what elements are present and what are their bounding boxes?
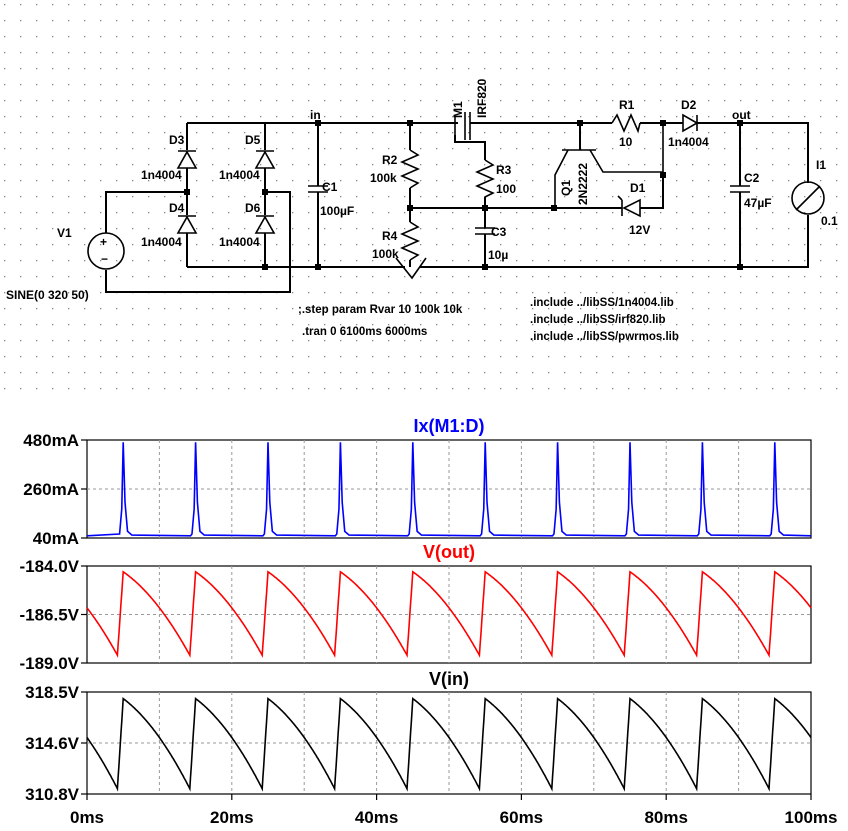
x-tick-label: 20ms: [210, 808, 253, 827]
x-tick-label: 40ms: [355, 808, 398, 827]
d5-ref: D5: [245, 133, 261, 147]
y-tick-label: -186.5V: [19, 606, 79, 625]
c1-value: 100µF: [320, 204, 354, 218]
trace-line: [86, 442, 812, 537]
y-tick-label: 318.5V: [25, 683, 80, 702]
include-directive-pwrmos[interactable]: .include ../libSS/pwrmos.lib: [530, 331, 679, 343]
r3-value: 100: [496, 182, 516, 196]
c1-ref: C1: [322, 180, 338, 194]
y-tick-label: 314.6V: [25, 734, 80, 753]
c2-value: 47µF: [744, 196, 772, 210]
d1-ref: D1: [630, 181, 646, 195]
resistor-r4-symbol: [400, 221, 420, 261]
tran-directive[interactable]: .tran 0 6100ms 6000ms: [302, 326, 427, 338]
diode-d4-symbol: [176, 215, 198, 234]
r4-ref: R4: [382, 229, 398, 243]
d2-ref: D2: [681, 98, 697, 112]
include-directive-irf820[interactable]: .include ../libSS/irf820.lib: [530, 314, 665, 326]
waveform-pane-2: -184.0V -186.5V -189.0V V(out): [19, 542, 812, 673]
d6-ref: D6: [245, 201, 261, 215]
diode-d2-symbol: [682, 113, 699, 133]
y-tick-label: 480mA: [23, 431, 79, 450]
resistor-r1-symbol: [611, 113, 641, 134]
m1-ref: M1: [451, 101, 465, 118]
schematic-grid: [0, 0, 848, 400]
d5-value: 1n4004: [219, 168, 260, 182]
x-tick-label: 60ms: [500, 808, 543, 827]
r4-value: 100k: [372, 247, 399, 261]
net-label-in: in: [310, 108, 321, 122]
diode-d6-symbol: [254, 215, 276, 234]
d4-value: 1n4004: [141, 235, 182, 249]
c2-ref: C2: [744, 171, 760, 185]
net-label-out: out: [732, 108, 751, 122]
d4-ref: D4: [169, 201, 185, 215]
q1-ref: Q1: [559, 180, 573, 196]
d3-value: 1n4004: [141, 168, 182, 182]
step-directive[interactable]: ;.step param Rvar 10 100k 10k: [298, 304, 463, 316]
x-tick-label: 100ms: [785, 808, 838, 827]
trace-title: V(in): [429, 669, 469, 689]
trace-line: [86, 570, 812, 659]
r2-value: 100k: [370, 171, 397, 185]
r1-value: 10: [619, 135, 633, 149]
x-tick-label: 80ms: [644, 808, 687, 827]
diode-d3-symbol: [176, 150, 198, 169]
schematic: + −: [6, 78, 838, 343]
diode-d5-symbol: [254, 150, 276, 169]
current-source-i1-symbol: [791, 181, 825, 215]
q1-value: 2N2222: [576, 163, 590, 205]
waveform-viewer: 480mA 260mA 40mA Ix(M1:D) -184.0V -186.5V -189…: [19, 416, 837, 827]
r3-ref: R3: [496, 163, 512, 177]
d1-value: 12V: [629, 223, 650, 237]
include-directive-1n4004[interactable]: .include ../libSS/1n4004.lib: [530, 297, 674, 309]
voltage-source-v1-symbol: [87, 232, 125, 270]
svg-text:−: −: [101, 252, 108, 266]
trace-title: V(out): [423, 542, 475, 562]
waveform-pane-3: 318.5V 314.6V 310.8V V(in): [25, 669, 812, 804]
waveform-pane-1: 480mA 260mA 40mA Ix(M1:D): [23, 416, 812, 548]
trace-line: [86, 696, 812, 792]
y-tick-label: 310.8V: [25, 785, 80, 804]
y-tick-label: -189.0V: [19, 654, 79, 673]
i1-value: 0.1: [821, 214, 838, 228]
y-tick-label: -184.0V: [19, 557, 79, 576]
resistor-r3-symbol: [475, 159, 495, 198]
x-tick-label: 0ms: [70, 808, 104, 827]
resistor-r2-symbol: [400, 149, 420, 189]
y-tick-label: 260mA: [23, 480, 79, 499]
m1-value: IRF820: [475, 78, 489, 118]
d2-value: 1n4004: [668, 135, 709, 149]
trace-title: Ix(M1:D): [414, 416, 485, 436]
r2-ref: R2: [382, 153, 398, 167]
svg-text:+: +: [100, 235, 107, 249]
v1-ref: V1: [57, 226, 72, 240]
d3-ref: D3: [169, 133, 185, 147]
c3-ref: C3: [491, 225, 507, 239]
c3-value: 10µ: [488, 248, 508, 262]
i1-ref: I1: [816, 158, 826, 172]
y-tick-label: 40mA: [33, 529, 79, 548]
v1-value: SINE(0 320 50): [6, 288, 89, 302]
r1-ref: R1: [619, 98, 635, 112]
d6-value: 1n4004: [219, 235, 260, 249]
